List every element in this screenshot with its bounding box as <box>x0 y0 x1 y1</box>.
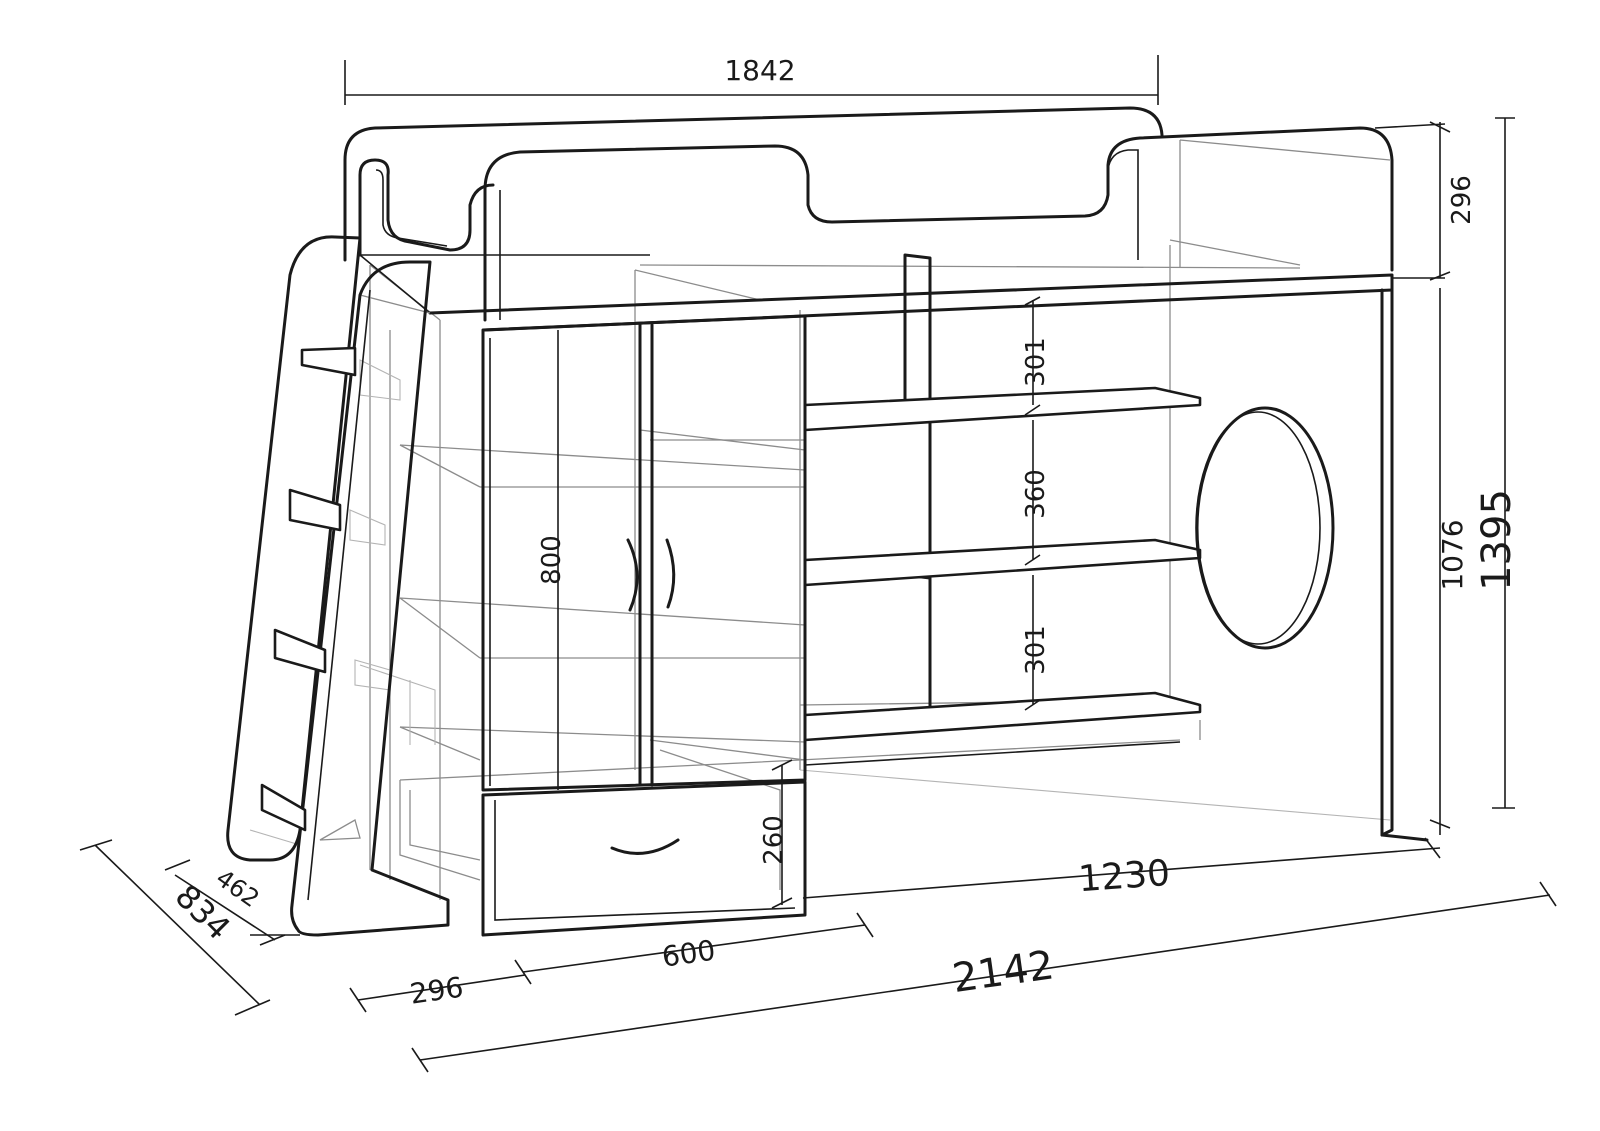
ladder <box>226 235 450 937</box>
dim-bed-height: 1076 <box>1436 519 1469 590</box>
bed-frame <box>343 106 1429 842</box>
dim-shelf-top: 301 <box>1021 337 1051 387</box>
shelf-top <box>803 386 1202 432</box>
dim-wardrobe-door: 800 <box>537 535 567 585</box>
door-handle-left-icon <box>626 538 639 612</box>
shelf-middle <box>803 538 1202 587</box>
dim-shelf-middle: 360 <box>1021 469 1051 519</box>
dim-desk-length: 1230 <box>1077 853 1171 900</box>
drawer <box>481 780 807 937</box>
dimension-labels: 1842 296 1395 1076 301 360 301 800 260 1… <box>168 54 1520 1011</box>
dim-total-height: 1395 <box>1474 489 1520 591</box>
dim-top-length: 1842 <box>724 54 795 87</box>
wardrobe <box>481 314 807 937</box>
dimension-lines <box>79 55 1557 1073</box>
dim-shelf-bottom: 301 <box>1021 625 1051 675</box>
dim-rail-height: 296 <box>1447 175 1477 225</box>
door-handle-right-icon <box>665 538 676 609</box>
oval-porthole <box>1195 406 1335 650</box>
drawer-handle-icon <box>610 838 680 855</box>
shelf-bottom <box>803 691 1202 742</box>
dim-drawer-height: 260 <box>759 815 789 865</box>
dim-total-length: 2142 <box>950 942 1057 1002</box>
dim-ladder-offset: 296 <box>408 971 466 1011</box>
dim-wardrobe-width: 600 <box>660 934 718 974</box>
hidden-lines <box>249 139 1391 900</box>
